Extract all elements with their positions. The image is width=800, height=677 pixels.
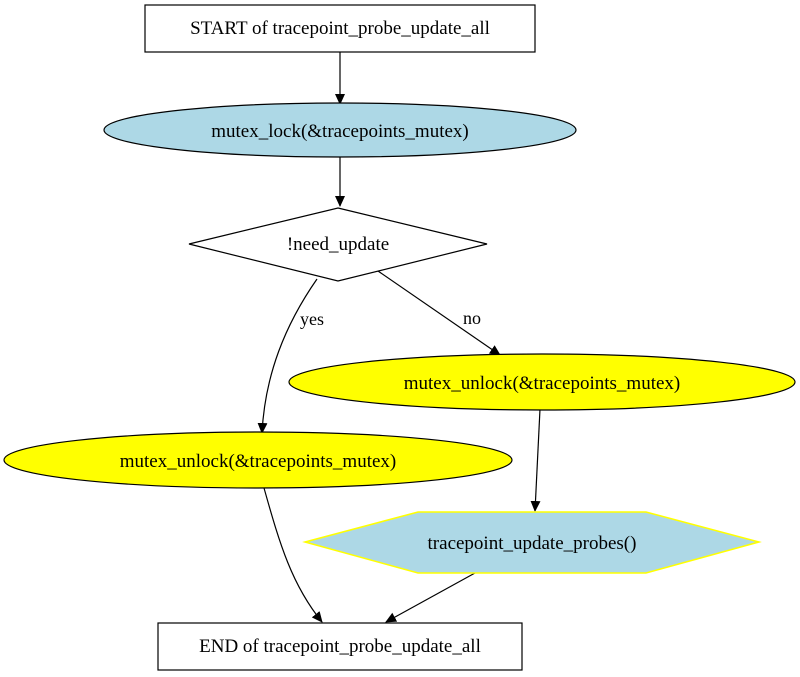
edge-unlock-no-to-update: [530, 408, 541, 512]
mutex-lock-node-label: mutex_lock(&tracepoints_mutex): [211, 121, 468, 142]
edge-decision-yes: [257, 278, 318, 434]
mutex-lock-node: mutex_lock(&tracepoints_mutex): [103, 102, 577, 158]
edge-label-yes: yes: [300, 309, 324, 329]
mutex-unlock-yes-node: mutex_unlock(&tracepoints_mutex): [3, 431, 513, 489]
edge-label-no: no: [463, 308, 481, 328]
edge-decision-no: [377, 270, 501, 356]
edge-unlock-yes-to-end: [263, 487, 323, 623]
need-update-decision-node: !need_update: [188, 207, 488, 282]
end-node-label: END of tracepoint_probe_update_all: [199, 636, 481, 657]
tracepoint-update-probes-label: tracepoint_update_probes(): [428, 533, 637, 554]
end-node: END of tracepoint_probe_update_all: [157, 622, 523, 671]
start-node-label: START of tracepoint_probe_update_all: [190, 18, 490, 39]
mutex-unlock-yes-label: mutex_unlock(&tracepoints_mutex): [120, 451, 396, 472]
mutex-unlock-no-label: mutex_unlock(&tracepoints_mutex): [404, 373, 680, 394]
start-node: START of tracepoint_probe_update_all: [144, 4, 536, 53]
need-update-decision-label: !need_update: [287, 234, 389, 255]
tracepoint-update-probes-node: tracepoint_update_probes(): [302, 511, 762, 574]
edge-update-to-end: [385, 572, 476, 623]
mutex-unlock-no-node: mutex_unlock(&tracepoints_mutex): [288, 353, 796, 411]
